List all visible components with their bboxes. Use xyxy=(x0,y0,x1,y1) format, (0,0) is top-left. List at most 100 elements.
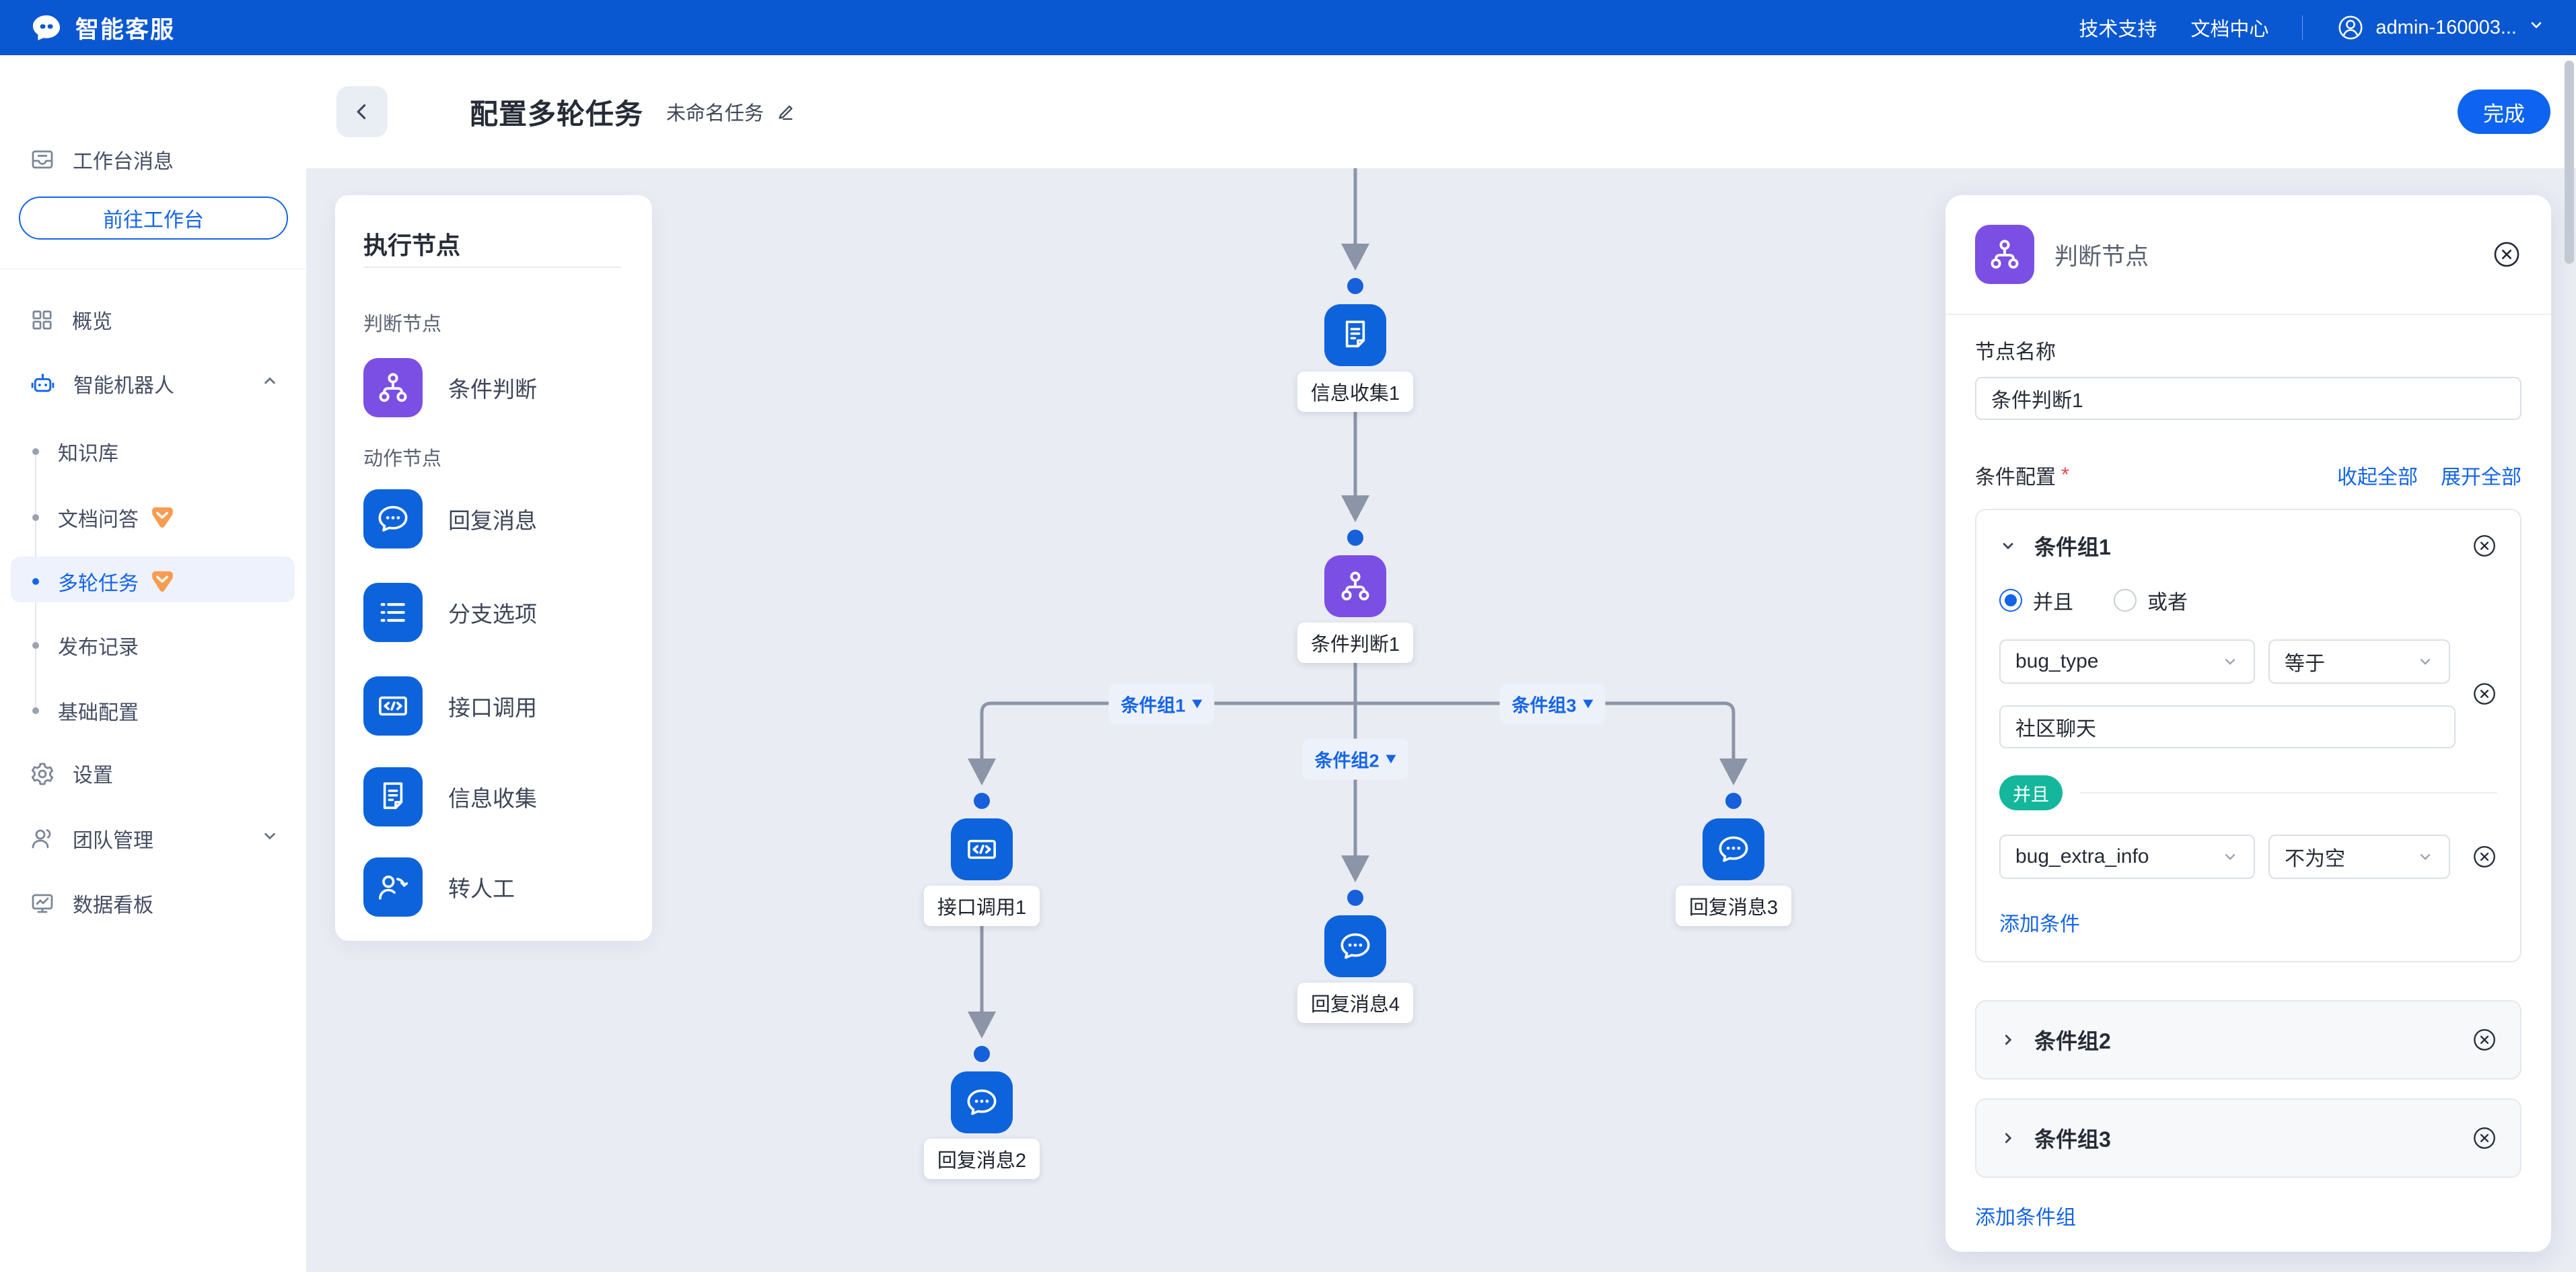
group-2-header: 条件组2 xyxy=(1999,1024,2497,1055)
dashboard-icon xyxy=(30,890,55,916)
expand-all-link[interactable]: 展开全部 xyxy=(2441,466,2521,489)
flow-node-collect1[interactable]: 信息收集1 xyxy=(1297,304,1414,412)
list-bullet xyxy=(32,642,39,649)
caret-down-icon xyxy=(1192,699,1203,709)
port-dot xyxy=(974,793,990,809)
edit-pencil-icon[interactable] xyxy=(775,101,796,122)
condition-group-1: 条件组1 并且 或者 xyxy=(1975,509,2521,962)
task-name: 未命名任务 xyxy=(666,103,764,125)
chevron-up-icon[interactable] xyxy=(260,372,279,396)
chat-bubble-icon xyxy=(363,489,423,549)
sidebar-item-label: 发布记录 xyxy=(58,637,139,659)
field-select[interactable]: bug_type xyxy=(1999,639,2255,684)
condition-group-2[interactable]: 条件组2 xyxy=(1975,1000,2521,1080)
document-icon xyxy=(363,767,423,826)
branch-label-group3[interactable]: 条件组3 xyxy=(1499,683,1606,725)
sidebar-item-basic-config[interactable]: 基础配置 xyxy=(0,688,306,733)
node-label[interactable]: 信息收集1 xyxy=(1297,372,1414,412)
palette-divider xyxy=(363,267,621,268)
flow-canvas[interactable]: 条件组1 条件组2 条件组3 信息收集1 条件判断1 xyxy=(306,168,2576,1272)
sidebar-item-knowledge[interactable]: 知识库 xyxy=(0,429,306,474)
chevron-right-icon[interactable] xyxy=(1999,1129,2017,1147)
chevron-down-icon[interactable] xyxy=(1999,537,2017,555)
gear-icon xyxy=(30,761,55,786)
sidebar-item-label: 文档问答 xyxy=(58,509,139,531)
branch-label-group2[interactable]: 条件组2 xyxy=(1302,738,1408,780)
radio-or[interactable]: 或者 xyxy=(2114,586,2188,615)
chevron-right-icon[interactable] xyxy=(1999,1031,2017,1049)
api-code-icon xyxy=(964,831,1000,868)
palette-item-branch[interactable]: 分支选项 xyxy=(363,583,537,642)
remove-circle-icon[interactable] xyxy=(2472,1125,2497,1151)
flow-node-reply2[interactable]: 回复消息2 xyxy=(923,1071,1040,1179)
operator-select-value: 等于 xyxy=(2285,653,2325,675)
condition-config-label: 条件配置 xyxy=(1975,466,2056,489)
palette-item-api[interactable]: 接口调用 xyxy=(363,676,537,736)
sidebar-item-settings[interactable]: 设置 xyxy=(0,751,306,796)
brand-chat-icon xyxy=(31,12,62,43)
field-select-value: bug_extra_info xyxy=(2015,845,2149,868)
user-menu[interactable]: admin-160003... xyxy=(2336,13,2545,42)
node-label[interactable]: 接口调用1 xyxy=(923,886,1040,926)
group-1-header[interactable]: 条件组1 xyxy=(1999,530,2497,561)
back-button[interactable] xyxy=(336,86,388,137)
sidebar-item-label: 多轮任务 xyxy=(58,573,139,595)
sidebar-item-robot[interactable]: 智能机器人 xyxy=(0,361,306,406)
field-select[interactable]: bug_extra_info xyxy=(1999,835,2255,879)
flow-node-api1[interactable]: 接口调用1 xyxy=(923,818,1040,926)
flow-edges xyxy=(968,168,1748,1038)
node-name-input[interactable] xyxy=(1975,377,2521,420)
list-bullet xyxy=(32,578,39,585)
operator-select[interactable]: 等于 xyxy=(2268,639,2450,684)
node-label[interactable]: 回复消息4 xyxy=(1297,983,1414,1023)
palette-group-judge: 判断节点 xyxy=(363,314,442,335)
sidebar-item-label: 团队管理 xyxy=(73,830,153,852)
flow-node-condition1[interactable]: 条件判断1 xyxy=(1297,555,1414,663)
port-dot xyxy=(1347,278,1363,294)
sidebar-item-docqa[interactable]: 文档问答 xyxy=(0,495,306,540)
flow-node-reply3[interactable]: 回复消息3 xyxy=(1675,818,1792,926)
condition-1-value-input[interactable] xyxy=(1999,705,2456,748)
page-scrollbar[interactable] xyxy=(2565,61,2574,264)
remove-circle-icon[interactable] xyxy=(2472,681,2497,707)
node-label[interactable]: 回复消息2 xyxy=(923,1139,1040,1179)
palette-item-reply[interactable]: 回复消息 xyxy=(363,489,537,549)
grid-icon xyxy=(30,308,55,332)
add-condition-group-link[interactable]: 添加条件组 xyxy=(1975,1207,2076,1229)
branch-label-group1[interactable]: 条件组1 xyxy=(1108,683,1215,725)
close-circle-icon[interactable] xyxy=(2492,240,2521,269)
sidebar-item-team[interactable]: 团队管理 xyxy=(0,816,306,861)
support-link[interactable]: 技术支持 xyxy=(2079,19,2157,40)
condition-joiner: 并且 xyxy=(1999,775,2497,810)
palette-item-condition[interactable]: 条件判断 xyxy=(363,358,537,417)
palette-item-collect[interactable]: 信息收集 xyxy=(363,767,537,826)
node-label[interactable]: 回复消息3 xyxy=(1675,886,1792,926)
condition-group-3[interactable]: 条件组3 xyxy=(1975,1098,2521,1178)
branch-icon xyxy=(363,358,423,417)
remove-circle-icon[interactable] xyxy=(2472,533,2497,559)
radio-and[interactable]: 并且 xyxy=(1999,586,2073,615)
remove-circle-icon[interactable] xyxy=(2472,844,2497,870)
flow-node-reply4[interactable]: 回复消息4 xyxy=(1297,915,1414,1023)
sidebar-item-dashboard[interactable]: 数据看板 xyxy=(0,881,306,925)
sidebar-item-overview[interactable]: 概览 xyxy=(0,297,306,342)
operator-select[interactable]: 不为空 xyxy=(2268,835,2450,879)
sidebar-item-publish[interactable]: 发布记录 xyxy=(0,623,306,668)
docs-link[interactable]: 文档中心 xyxy=(2190,19,2269,40)
inbox-icon xyxy=(30,147,55,172)
remove-circle-icon[interactable] xyxy=(2472,1027,2497,1053)
sidebar-item-workbench-messages[interactable]: 工作台消息 xyxy=(0,137,306,182)
palette-item-human[interactable]: 转人工 xyxy=(363,857,515,917)
config-links: 收起全部 展开全部 xyxy=(2337,460,2521,490)
collapse-all-link[interactable]: 收起全部 xyxy=(2337,466,2418,489)
node-name-label: 节点名称 xyxy=(1975,341,2056,363)
done-button[interactable]: 完成 xyxy=(2458,90,2550,134)
goto-workbench-button[interactable]: 前往工作台 xyxy=(19,197,288,240)
add-condition-link[interactable]: 添加条件 xyxy=(1999,913,2080,935)
node-label[interactable]: 条件判断1 xyxy=(1297,623,1414,663)
sidebar-item-multiturn[interactable]: 多轮任务 xyxy=(0,559,306,604)
chevron-down-icon[interactable] xyxy=(260,826,279,851)
team-icon xyxy=(30,826,55,851)
port-dot xyxy=(1725,793,1742,809)
